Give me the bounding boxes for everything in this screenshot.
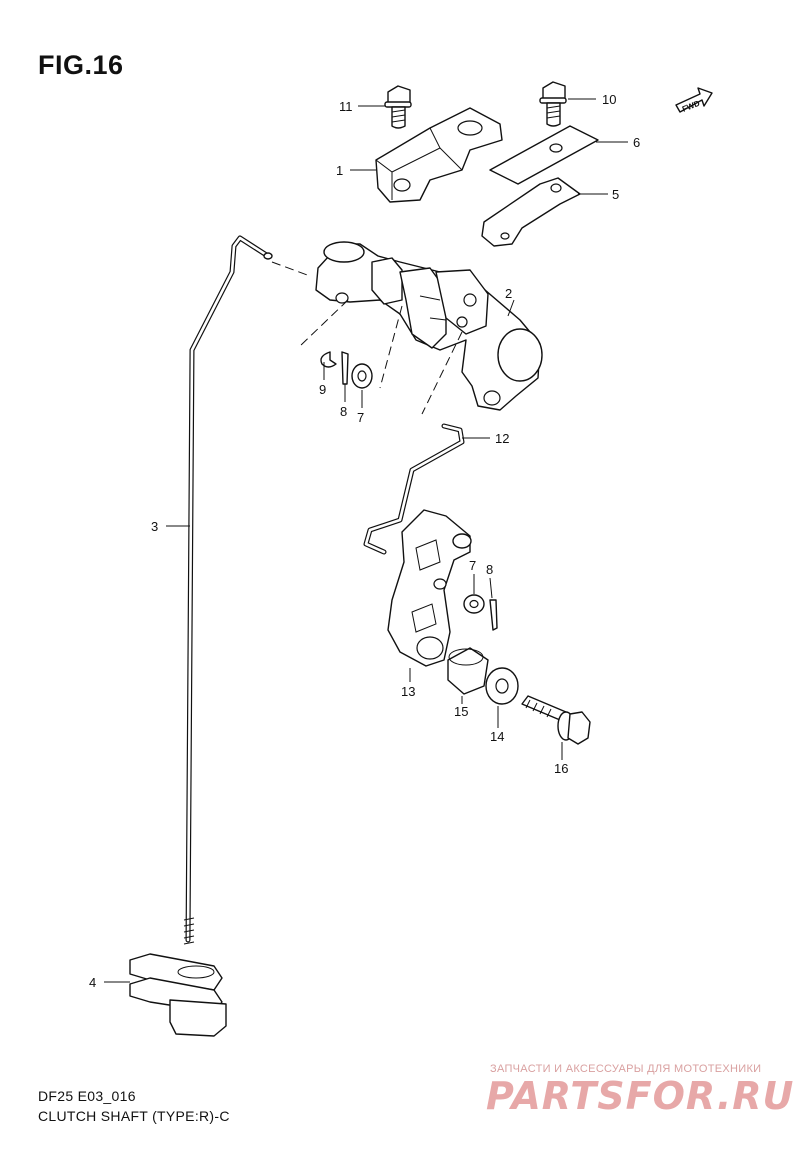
part-7-washer[interactable] <box>351 363 373 389</box>
callout-6: 6 <box>633 135 640 150</box>
part-12-link-rod[interactable] <box>363 423 465 555</box>
part-7-washer-lower[interactable] <box>463 594 485 614</box>
part-11-bolt[interactable] <box>384 85 412 129</box>
leader-lines <box>104 98 628 983</box>
part-6-plate[interactable] <box>489 125 599 185</box>
callout-12: 12 <box>495 431 509 446</box>
watermark-tagline: ЗАПЧАСТИ И АКСЕССУАРЫ ДЛЯ МОТОТЕХНИКИ <box>490 1063 762 1075</box>
callout-labels: 11 10 6 1 5 2 9 8 7 12 3 7 8 13 15 14 16… <box>89 92 640 990</box>
figure-caption: CLUTCH SHAFT (TYPE:R)-C <box>38 1108 230 1124</box>
callout-4: 4 <box>89 975 96 990</box>
callout-15: 15 <box>454 704 468 719</box>
watermark-brand-logo: PARTSFOR.RU <box>486 1074 795 1118</box>
model-code: DF25 E03_016 <box>38 1088 136 1104</box>
part-8-cotter-pin[interactable] <box>341 351 349 385</box>
callout-7-lower: 7 <box>469 558 476 573</box>
callout-11: 11 <box>339 99 353 114</box>
figure-title: FIG.16 <box>38 50 124 80</box>
callout-13: 13 <box>401 684 415 699</box>
part-15-collar[interactable] <box>447 647 489 695</box>
callout-7-upper: 7 <box>357 410 364 425</box>
part-1-bracket[interactable] <box>375 107 503 203</box>
part-14-washer[interactable] <box>485 667 519 705</box>
part-2-clutch-housing[interactable] <box>315 241 543 411</box>
callout-3: 3 <box>151 519 158 534</box>
callout-5: 5 <box>612 187 619 202</box>
part-3-shift-rod[interactable] <box>183 235 273 945</box>
callout-10: 10 <box>602 92 616 107</box>
part-10-bolt[interactable] <box>539 81 567 127</box>
part-9-e-clip[interactable] <box>320 351 337 368</box>
part-16-flange-bolt[interactable] <box>521 695 591 745</box>
forward-arrow-icon: FWD <box>675 87 713 114</box>
callout-14: 14 <box>490 729 504 744</box>
callout-16: 16 <box>554 761 568 776</box>
callout-1: 1 <box>336 163 343 178</box>
part-13-lever-arm[interactable] <box>387 509 472 667</box>
part-4-rod-guide[interactable] <box>129 953 227 1037</box>
callout-8-lower: 8 <box>486 562 493 577</box>
callout-8-upper: 8 <box>340 404 347 419</box>
callout-9: 9 <box>319 382 326 397</box>
callout-2: 2 <box>505 286 512 301</box>
part-8-cotter-pin-lower[interactable] <box>489 599 498 631</box>
part-5-lever[interactable] <box>481 177 581 247</box>
